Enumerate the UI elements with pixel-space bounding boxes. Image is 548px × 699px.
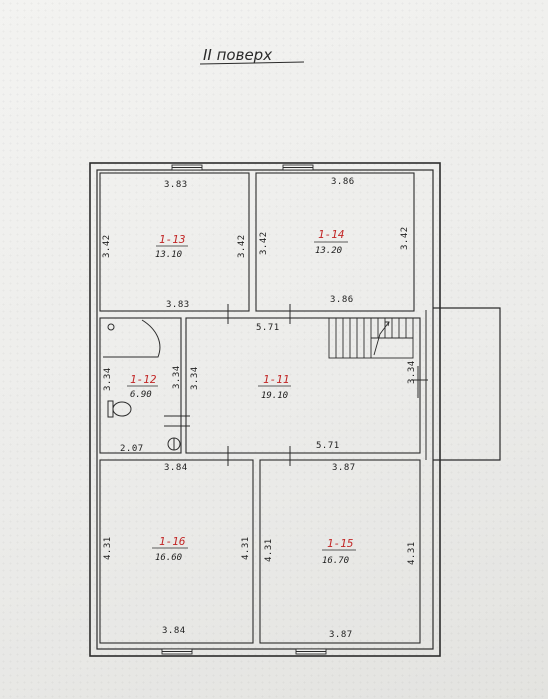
room-id-15: 1-15: [327, 537, 354, 550]
dim-r15-bottom: 3.87: [329, 630, 353, 640]
dim-r14-left: 3.42: [259, 231, 269, 255]
dim-r11-right: 3.34: [407, 360, 417, 384]
dim-r15-top: 3.87: [332, 463, 356, 473]
room-area-12: 6.90: [130, 390, 152, 400]
floor-title: II поверх: [203, 46, 272, 64]
room-id-13: 1-13: [159, 233, 186, 246]
room-area-14: 13.20: [315, 246, 342, 256]
dim-r15-left: 4.31: [264, 538, 274, 562]
windows: [161, 164, 327, 655]
dim-r13-bottom: 3.83: [166, 300, 190, 310]
room-id-11: 1-11: [263, 373, 290, 386]
staircase: [328, 317, 414, 359]
outer-walls: [89, 162, 441, 657]
room-id-16: 1-16: [159, 535, 186, 548]
toilet-fixture: [107, 400, 132, 418]
room-1-16: 3.84 3.84 4.31 4.31 1-16 16.60: [103, 463, 251, 636]
dim-r15-right: 4.31: [407, 541, 417, 565]
room-id-12: 1-12: [130, 373, 157, 386]
title-underline: [199, 61, 305, 65]
dim-r14-right: 3.42: [400, 226, 410, 250]
dim-r13-left: 3.42: [102, 234, 112, 258]
vent-fixture: [107, 323, 115, 331]
balcony: [425, 307, 501, 461]
room-1-11: 5.71 5.71 3.34 3.34 1-11 19.10: [190, 323, 417, 451]
dim-r12-right: 3.34: [172, 365, 182, 389]
dim-r13-top: 3.83: [164, 180, 188, 190]
dim-r16-left: 4.31: [103, 536, 113, 560]
sink-fixture: [167, 437, 181, 451]
dim-r11-top: 5.71: [256, 323, 280, 333]
dim-r11-bottom: 5.71: [316, 441, 340, 451]
dim-r12-left: 3.34: [103, 367, 113, 391]
dim-r16-bottom: 3.84: [162, 626, 186, 636]
room-id-14: 1-14: [318, 228, 345, 241]
dim-r11-left: 3.34: [190, 366, 200, 390]
room-area-11: 19.10: [261, 391, 288, 401]
interior-walls: [99, 172, 421, 644]
dim-r14-bottom: 3.86: [330, 295, 354, 305]
dim-r16-right: 4.31: [241, 536, 251, 560]
dim-r12-bottom: 2.07: [120, 444, 144, 454]
room-area-15: 16.70: [322, 556, 349, 566]
door-swing-arc: [103, 319, 161, 358]
dim-r13-right: 3.42: [237, 234, 247, 258]
dim-r14-top: 3.86: [331, 177, 355, 187]
room-1-13: 3.83 3.83 3.42 3.42 1-13 13.10: [102, 180, 247, 310]
room-area-16: 16.60: [155, 553, 182, 563]
room-1-15: 3.87 3.87 4.31 4.31 1-15 16.70: [264, 463, 417, 640]
dim-r16-top: 3.84: [164, 463, 188, 473]
room-area-13: 13.10: [155, 250, 182, 260]
room-1-12: 3.34 3.34 2.07 1-12 6.90: [103, 365, 182, 454]
room-1-14: 3.86 3.86 3.42 3.42 1-14 13.20: [259, 177, 410, 305]
door-marks: [164, 304, 428, 466]
